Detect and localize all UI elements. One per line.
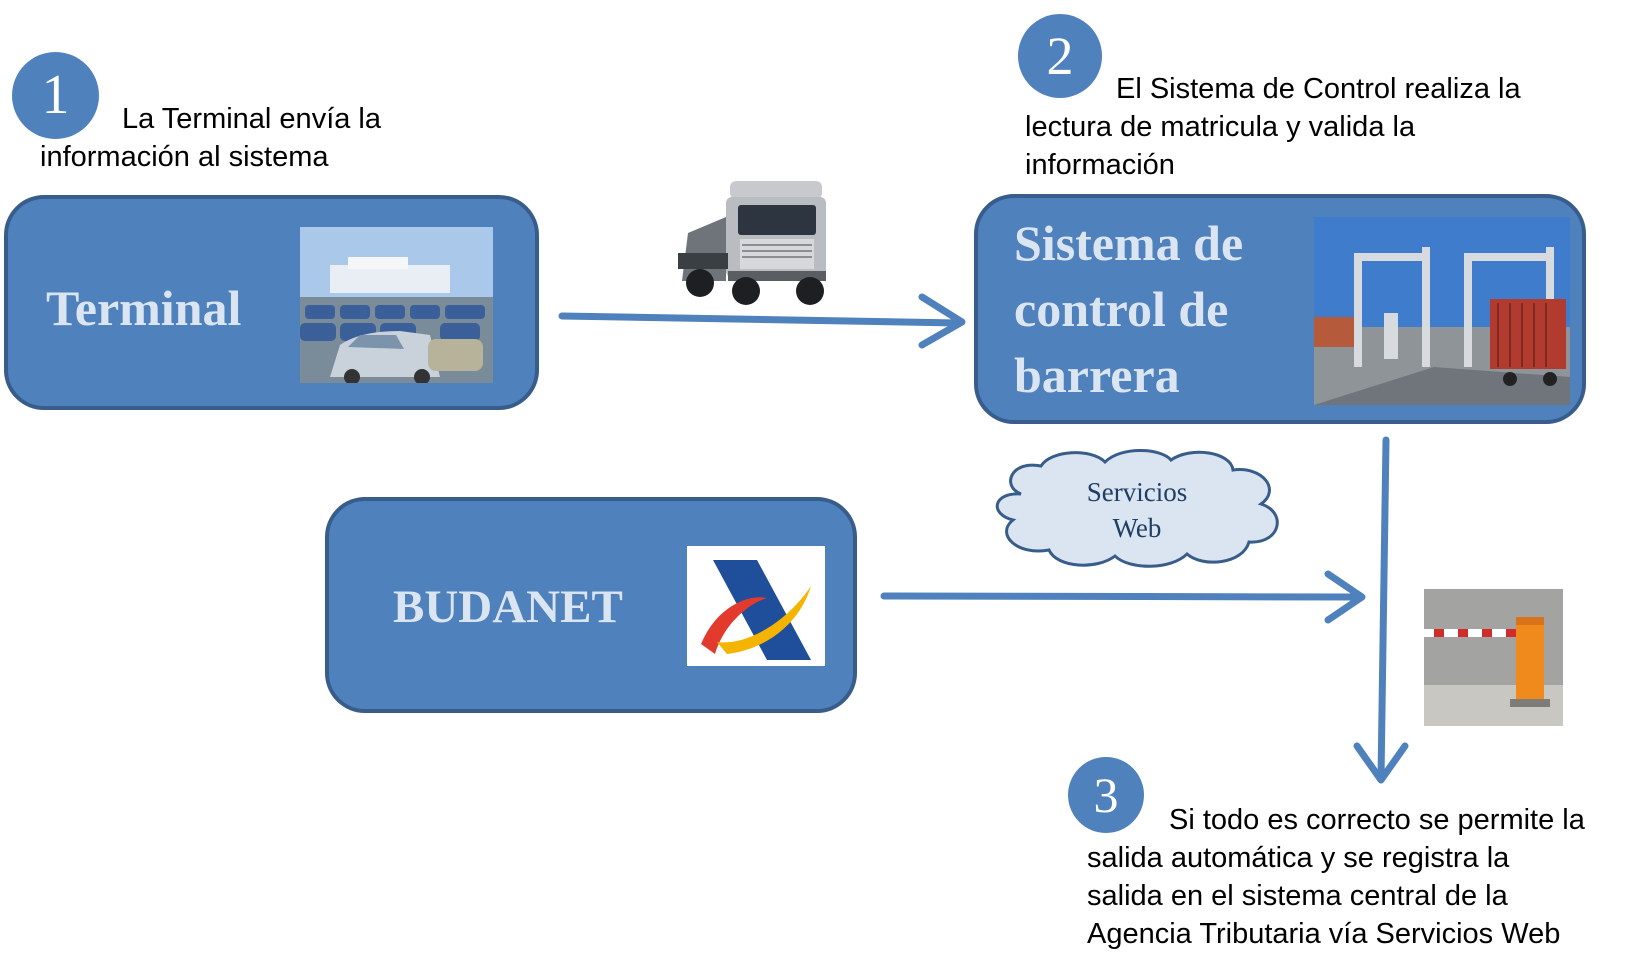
step-3-text: Si todo es correcto se permite la salida… bbox=[1087, 801, 1585, 953]
exit-barrier-photo bbox=[1424, 589, 1563, 726]
truck-image bbox=[678, 173, 833, 305]
step-1-line-1: La Terminal envía la bbox=[122, 103, 382, 135]
step-1-number: 1 bbox=[41, 64, 70, 126]
agencia-tributaria-logo bbox=[687, 546, 825, 666]
web-services-line-1: Servicios bbox=[1086, 477, 1188, 507]
terminal-label: Terminal bbox=[46, 280, 242, 336]
step-2-number: 2 bbox=[1046, 26, 1074, 86]
terminal-to-control-arrow-line bbox=[558, 312, 962, 327]
control-system-label-line-3: barrera bbox=[1014, 347, 1180, 403]
step-3-badge: 3 bbox=[1068, 757, 1144, 833]
step-3-line-3: salida en el sistema central de la bbox=[1087, 880, 1508, 912]
budanet-box: BUDANET bbox=[325, 497, 857, 713]
step-2-text: El Sistema de Control realiza la lectura… bbox=[1025, 70, 1521, 184]
control-system-label: Sistema de control de barrera bbox=[1014, 210, 1243, 408]
web-services-line-2: Web bbox=[1112, 513, 1162, 543]
web-services-cloud: Servicios Web bbox=[981, 446, 1293, 572]
budanet-label: BUDANET bbox=[393, 581, 623, 633]
control-to-exit-arrow-head bbox=[1353, 742, 1409, 784]
step-3-line-1: Si todo es correcto se permite la bbox=[1169, 804, 1585, 836]
step-2-line-2: lectura de matricula y valida la bbox=[1025, 111, 1416, 143]
terminal-box: Terminal bbox=[4, 195, 539, 410]
step-1-text: La Terminal envía la información al sist… bbox=[40, 100, 381, 176]
budanet-to-barrier-arrow-line bbox=[880, 592, 1362, 601]
control-system-box: Sistema de control de barrera bbox=[974, 194, 1586, 424]
step-2-line-1: El Sistema de Control realiza la bbox=[1116, 73, 1521, 105]
barrier-gate-photo bbox=[1314, 217, 1570, 405]
step-3-line-4: Agencia Tributaria vía Servicios Web bbox=[1087, 918, 1561, 950]
terminal-to-control-arrow-head bbox=[918, 293, 966, 349]
step-1-badge: 1 bbox=[12, 52, 99, 139]
step-3-number: 3 bbox=[1093, 767, 1119, 823]
control-system-label-line-2: control de bbox=[1014, 281, 1229, 337]
step-3-line-2: salida automática y se registra la bbox=[1087, 842, 1510, 874]
budanet-to-barrier-arrow-head bbox=[1324, 570, 1366, 624]
step-2-badge: 2 bbox=[1018, 14, 1102, 98]
control-system-label-line-1: Sistema de bbox=[1014, 215, 1244, 271]
car-terminal-photo bbox=[300, 227, 493, 383]
step-2-line-3: información bbox=[1025, 149, 1175, 181]
step-1-line-2: información al sistema bbox=[40, 141, 329, 173]
web-services-label: Servicios Web bbox=[981, 474, 1293, 546]
control-to-exit-arrow-line bbox=[1377, 436, 1390, 782]
